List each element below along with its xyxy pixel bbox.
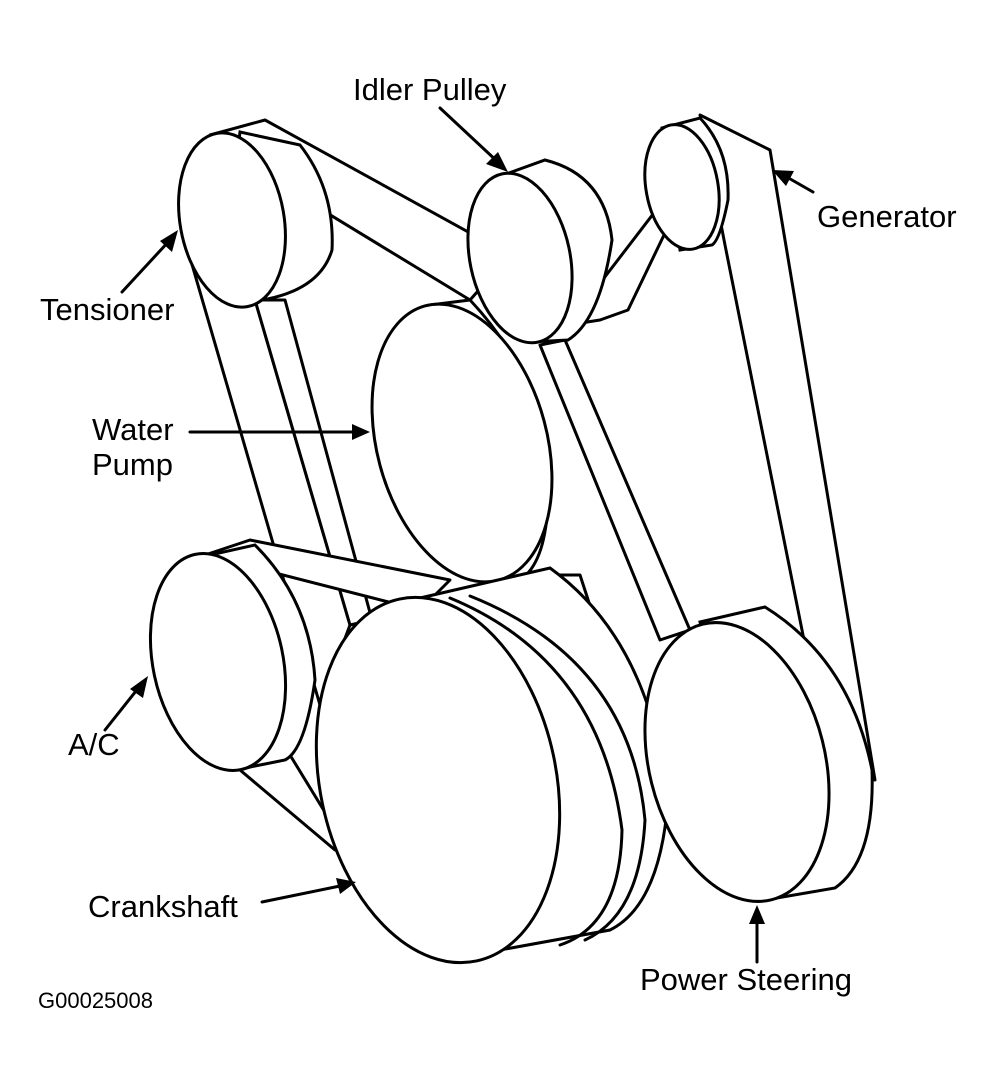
arrow-tensioner	[120, 230, 178, 294]
tensioner-pulley	[177, 130, 334, 309]
water-pump-pulley	[370, 298, 554, 584]
leader-arrows	[103, 106, 815, 964]
arrow-idler-pulley	[438, 106, 508, 172]
label-ac: A/C	[68, 727, 120, 762]
label-water-pump-line2: Pump	[92, 447, 173, 482]
label-crankshaft: Crankshaft	[88, 889, 238, 924]
labels: Idler Pulley Generator Tensioner Water P…	[38, 72, 957, 1013]
figure-code: G00025008	[38, 988, 153, 1013]
arrow-generator	[772, 170, 815, 194]
arrow-crankshaft	[260, 878, 356, 904]
label-water-pump-line1: Water	[92, 412, 174, 447]
generator-pulley	[643, 116, 730, 252]
label-power-steering: Power Steering	[640, 962, 852, 997]
ac-pulley	[148, 543, 317, 772]
arrow-power-steering	[749, 905, 765, 964]
label-idler-pulley: Idler Pulley	[353, 72, 507, 107]
arrow-ac	[103, 676, 148, 732]
label-generator: Generator	[817, 199, 957, 234]
arrow-water-pump	[188, 424, 370, 440]
power-steering-pulley	[643, 605, 874, 903]
label-tensioner: Tensioner	[40, 292, 174, 327]
crankshaft-pulley	[314, 566, 670, 965]
idler-pulley	[466, 158, 614, 345]
